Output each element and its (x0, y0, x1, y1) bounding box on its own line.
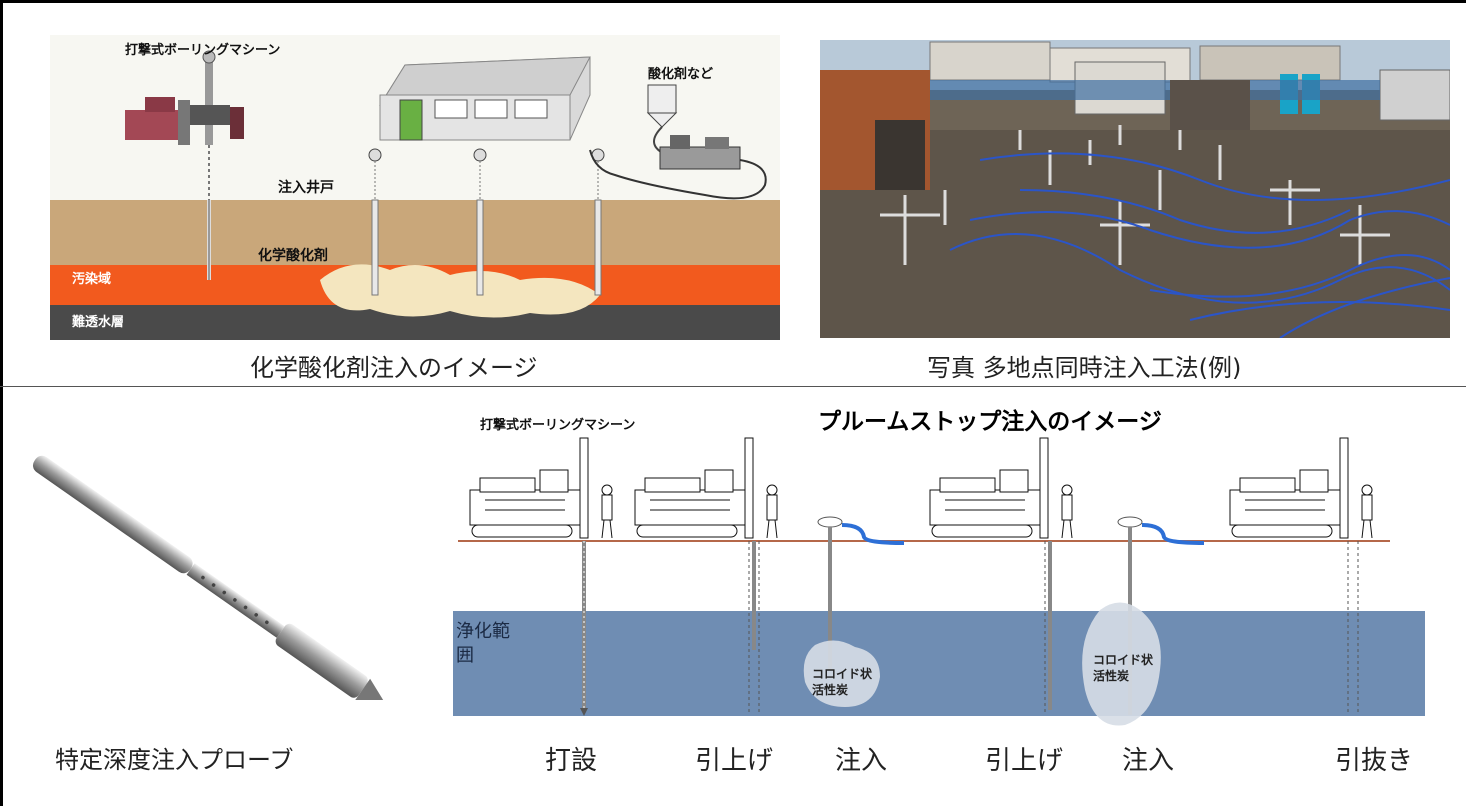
boring-machine-4 (1229, 437, 1373, 539)
injection-well-label: 注入井戸 (278, 180, 334, 196)
boring-machine-2 (634, 437, 778, 539)
frame-divider-line (0, 386, 1466, 387)
rods (580, 541, 1359, 716)
aquitard-label: 難透水層 (72, 315, 125, 330)
plume-stop-diagram (440, 430, 1450, 730)
probe-caption: 特定深度注入プローブ (55, 746, 294, 774)
oxidant-label: 酸化剤など (648, 67, 714, 82)
step-label-drive: 打設 (545, 746, 598, 776)
boring-machine-3 (929, 437, 1073, 539)
colloid-blob-1 (803, 640, 880, 707)
boring-machine-icon (125, 50, 244, 145)
frame-left-line (0, 0, 3, 806)
purification-zone (453, 611, 1425, 716)
contaminated-zone-label: 汚染域 (72, 272, 112, 287)
plume-stop-title: プルームストップ注入のイメージ (818, 409, 1162, 435)
colloid-blob-2 (1082, 602, 1161, 726)
step-label-pullup-1: 引上げ (695, 746, 774, 776)
probe-svg (32, 455, 388, 707)
field-photo (820, 40, 1451, 339)
boring-machines (469, 437, 1373, 539)
building-icon (379, 56, 591, 141)
field-photo-svg (820, 40, 1451, 339)
plume-stop-svg (453, 437, 1425, 726)
probe-image (25, 450, 435, 707)
purification-zone-label: 浄化範 囲 (456, 621, 510, 666)
step-label-pullup-2: 引上げ (985, 746, 1064, 776)
frame-top-line (0, 0, 1466, 3)
colloid-label-1: コロイド状 活性炭 (812, 667, 873, 697)
injection-wells (368, 148, 605, 296)
step-label-withdraw: 引抜き (1335, 746, 1414, 776)
oxidant-tank-icon (589, 84, 767, 200)
plume-machine-label: 打撃式ボーリングマシーン (480, 418, 636, 433)
chemical-oxidant-label: 化学酸化剤 (258, 248, 328, 264)
boring-machine-label: 打撃式ボーリングマシーン (125, 43, 281, 58)
chemical-oxidant-blob (320, 264, 600, 318)
soil-layer (50, 200, 780, 265)
colloid-label-2: コロイド状 活性炭 (1093, 653, 1154, 683)
oxidant-injection-illustration: 打撃式ボーリングマシーン 酸化剤など 注入井戸 化学酸化剤 汚染域 難透水層 (50, 35, 780, 340)
oxidant-caption: 化学酸化剤注入のイメージ (250, 354, 538, 382)
oxidant-injection-svg (50, 35, 780, 340)
step-label-inject-2: 注入 (1122, 746, 1175, 776)
photo-caption: 写真 多地点同時注入工法(例) (927, 354, 1242, 382)
boring-machine-1 (469, 437, 613, 539)
step-label-inject-1: 注入 (835, 746, 888, 776)
